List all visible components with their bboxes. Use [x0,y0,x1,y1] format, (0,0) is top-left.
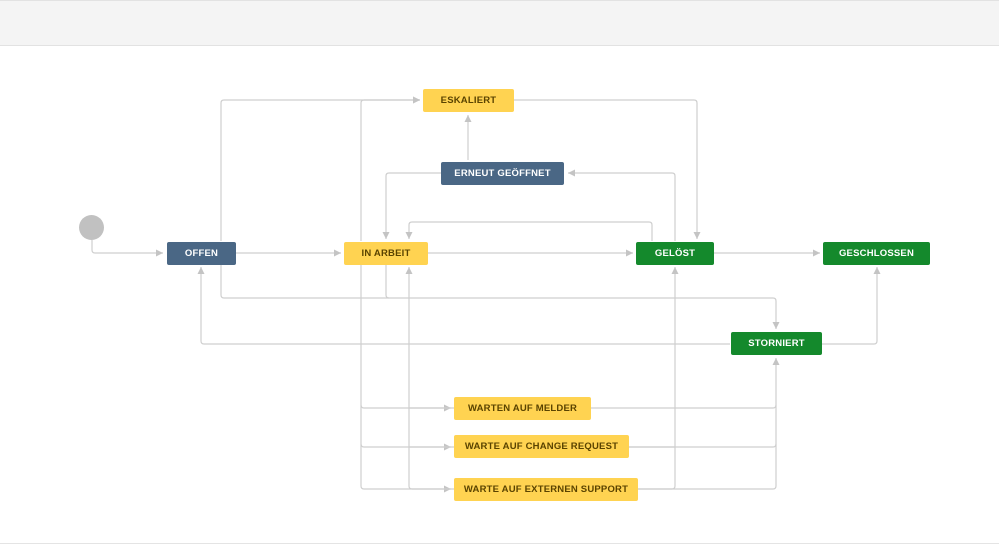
status-geschlossen[interactable]: GESCHLOSSEN [823,242,930,265]
top-toolbar [0,0,999,46]
transition-waiting-storniert[interactable] [638,358,780,490]
status-erneut-geoeffnet[interactable]: ERNEUT GEÖFFNET [441,162,564,185]
status-offen-label: OFFEN [184,248,219,259]
bottom-divider [0,543,999,544]
status-warte-auf-change-request-label: WARTE AUF CHANGE REQUEST [464,441,619,452]
status-storniert-label: STORNIERT [748,338,805,349]
status-eskaliert[interactable]: ESKALIERT [423,89,514,112]
status-warte-auf-change-request[interactable]: WARTE AUF CHANGE REQUEST [454,435,629,458]
transition-storniert-offen[interactable] [197,267,730,345]
transition-start-offen[interactable] [91,240,163,257]
status-warte-auf-externen-support[interactable]: WARTE AUF EXTERNEN SUPPORT [454,478,638,501]
transition-waiting-geloest[interactable] [638,267,679,490]
status-warte-auf-externen-support-label: WARTE AUF EXTERNEN SUPPORT [463,484,629,495]
status-storniert[interactable]: STORNIERT [731,332,822,355]
transition-geloest-in-arbeit[interactable] [405,221,653,241]
transition-in-arbeit-externer-support[interactable] [360,444,451,493]
start-node[interactable] [79,215,104,240]
status-offen[interactable]: OFFEN [167,242,236,265]
transition-offen-storniert[interactable] [220,265,780,329]
status-in-arbeit[interactable]: IN ARBEIT [344,242,428,265]
transition-melder-storniert [591,404,777,409]
status-geschlossen-label: GESCHLOSSEN [838,248,915,259]
transition-in-arbeit-eskaliert[interactable] [360,96,420,241]
transition-offen-eskaliert[interactable] [220,96,420,241]
transition-waiting-in-arbeit[interactable] [405,267,454,490]
transition-in-arbeit-warten-melder[interactable] [360,265,451,412]
transition-eskaliert-geloest[interactable] [514,99,701,239]
transition-change-storniert [629,443,777,448]
transition-in-arbeit-storniert [385,265,390,299]
transition-in-arbeit-change-request[interactable] [360,405,451,451]
status-in-arbeit-label: IN ARBEIT [361,248,411,259]
status-warten-auf-melder[interactable]: WARTEN AUF MELDER [454,397,591,420]
transition-erneut-geoeffnet-in-arbeit[interactable] [382,172,441,239]
transition-storniert-geschlossen[interactable] [822,267,881,345]
status-eskaliert-label: ESKALIERT [440,95,497,106]
status-warten-auf-melder-label: WARTEN AUF MELDER [467,403,578,414]
transition-geloest-erneut-geoeffnet[interactable] [568,169,676,241]
status-geloest-label: GELÖST [654,248,696,259]
status-erneut-geoeffnet-label: ERNEUT GEÖFFNET [454,168,551,179]
status-geloest[interactable]: GELÖST [636,242,714,265]
